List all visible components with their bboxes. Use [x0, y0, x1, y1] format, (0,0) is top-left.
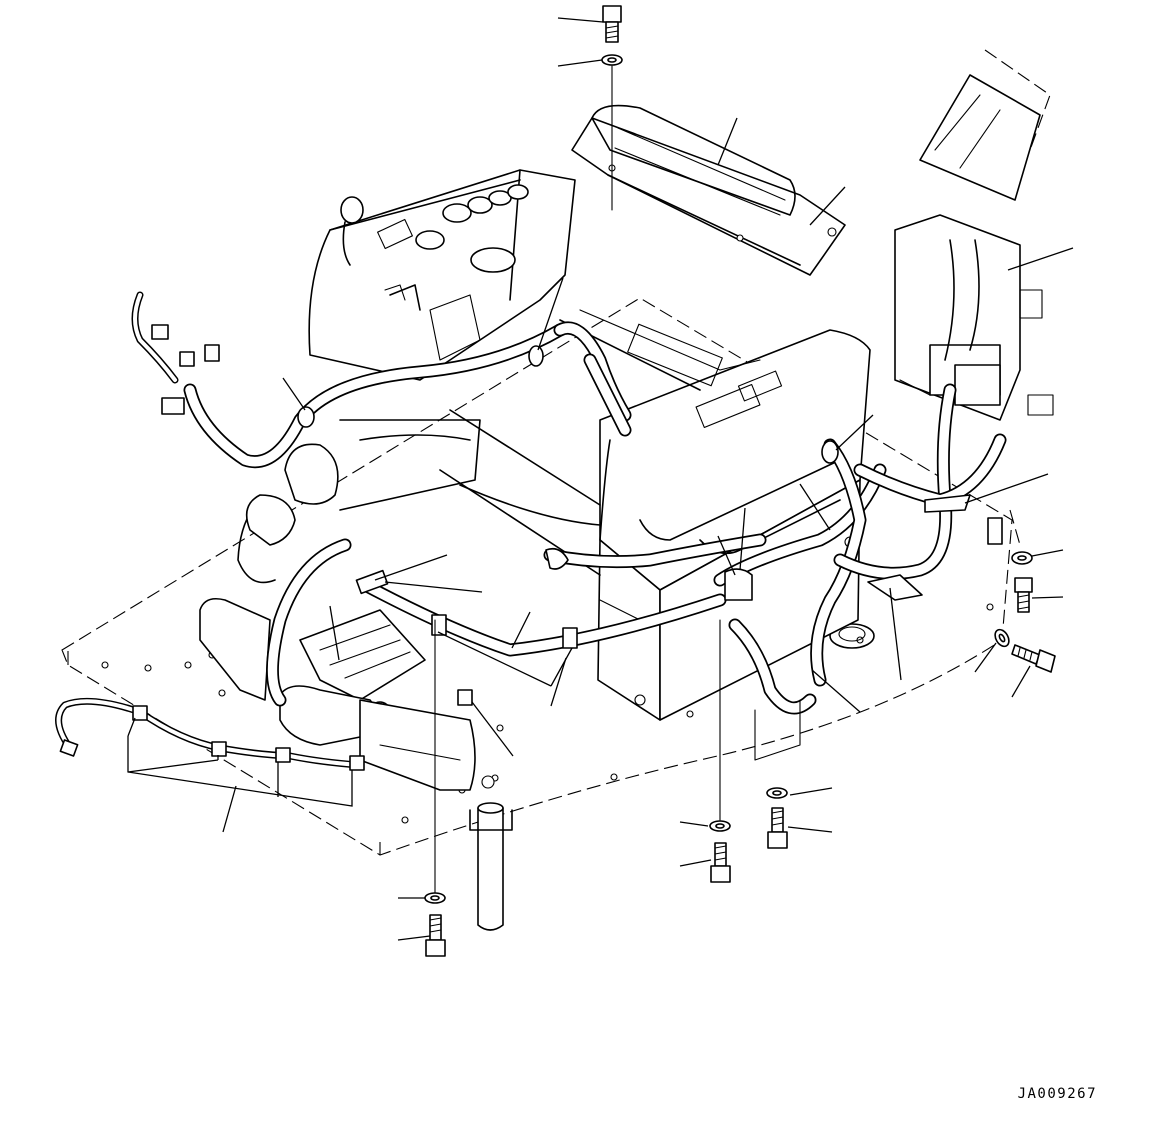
clamp-9: [924, 494, 971, 513]
washer-bottom-right: [766, 787, 788, 799]
bolt-top: [602, 5, 622, 43]
clamp-3: [355, 569, 389, 595]
bracket-plate-right: [867, 574, 923, 601]
washer-right-lower: [994, 628, 1010, 648]
bracket-small: [987, 517, 1003, 545]
connector-center: [545, 547, 569, 570]
bolt-right-lower: [1014, 577, 1033, 613]
clamp-5: [562, 627, 578, 649]
wire-clip-4: [349, 755, 365, 771]
clamp-6: [457, 689, 473, 706]
drawing-number-label: JA009267: [1017, 1086, 1097, 1102]
clamp-7: [724, 568, 753, 601]
support-column: [469, 802, 513, 931]
fasteners: [424, 5, 1056, 957]
washer-bottom-left: [424, 892, 446, 904]
bolt-bottom-center: [710, 842, 731, 883]
clamp-8: [821, 440, 839, 464]
clamps: [132, 345, 1003, 771]
washer-right-upper: [1011, 551, 1033, 565]
wire-clip-2: [211, 741, 227, 757]
bolt-bottom-right: [767, 807, 788, 849]
top-cover: [571, 104, 846, 276]
washer-top: [601, 54, 623, 66]
callout-leaders: [127, 17, 1074, 941]
wire-clip-1: [132, 705, 148, 721]
clamp-1: [297, 406, 315, 428]
clamp-2: [528, 345, 544, 367]
electrical-box: [894, 49, 1054, 421]
bolt-right-angled: [1011, 644, 1056, 673]
sensor-wire: [55, 291, 362, 769]
washer-bottom-center: [709, 820, 731, 832]
right-console-box: [597, 329, 871, 721]
left-lower-assembly: [199, 419, 481, 791]
bolt-bottom-left: [425, 914, 446, 957]
left-console: [308, 169, 576, 381]
wire-clip-3: [275, 747, 291, 763]
round-plate-feature: [829, 623, 875, 649]
